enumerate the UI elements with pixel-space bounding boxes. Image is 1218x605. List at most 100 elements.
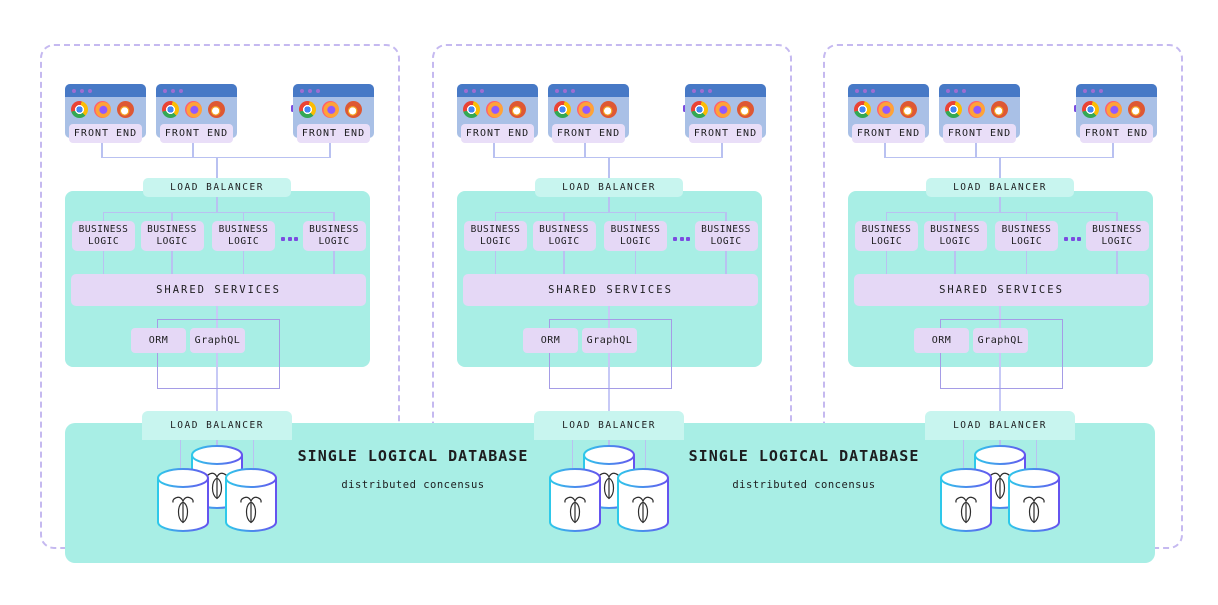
window-control-dot <box>1091 88 1095 93</box>
front-end-label-text: FRONT END <box>164 128 229 139</box>
window-control-dot <box>472 88 476 93</box>
orm-label: ORM <box>540 335 561 346</box>
graphql-node: GraphQL <box>190 328 245 353</box>
browser-window: FRONT END <box>685 84 766 143</box>
window-control-dot <box>300 88 304 93</box>
business-logic-node: BUSINESS LOGIC <box>604 221 667 251</box>
business-logic-node: BUSINESS LOGIC <box>923 221 987 251</box>
front-end-label-text: FRONT END <box>1084 128 1149 139</box>
front-end-label-text: FRONT END <box>465 128 530 139</box>
connector-line <box>103 211 334 213</box>
front-end-label-text: FRONT END <box>947 128 1012 139</box>
ellipsis-icon <box>281 237 298 241</box>
window-control-dot <box>80 88 84 93</box>
window-control-dot <box>179 88 183 93</box>
connector-line <box>999 196 1001 213</box>
window-control-dot <box>563 88 567 93</box>
business-logic-node: BUSINESS LOGIC <box>532 221 596 251</box>
browser-icon-row <box>162 101 225 118</box>
window-control-dot <box>708 88 712 93</box>
window-control-dot <box>480 88 484 93</box>
business-logic-label: BUSINESS <box>930 224 980 236</box>
front-end-label-text: FRONT END <box>556 128 621 139</box>
cluster-column: FRONT END FRONT END <box>432 0 792 605</box>
firefox-icon <box>486 101 503 118</box>
database-load-balancer: LOAD BALANCER <box>534 411 684 440</box>
window-control-dot <box>946 88 950 93</box>
connector-line <box>998 306 1002 411</box>
database-cylinder-icon <box>940 468 992 532</box>
browser-window: FRONT END <box>548 84 629 143</box>
database-caption: SINGLE LOGICAL DATABASE distributed conc… <box>263 447 563 491</box>
ellipsis-icon <box>673 237 690 241</box>
business-logic-label: LOGIC <box>710 236 742 247</box>
duckduckgo-icon <box>208 101 225 118</box>
firefox-icon <box>94 101 111 118</box>
front-end-label: FRONT END <box>552 124 625 143</box>
database-cylinder-icon <box>1008 468 1060 532</box>
database-cluster-icon <box>940 445 1060 532</box>
ellipsis-icon <box>1064 237 1081 241</box>
orm-label: ORM <box>931 335 952 346</box>
business-logic-label: BUSINESS <box>1001 224 1052 236</box>
connector-bracket <box>157 319 280 389</box>
shared-services-bar: SHARED SERVICES <box>854 274 1149 306</box>
window-control-dot <box>1099 88 1103 93</box>
window-control-dot <box>316 88 320 93</box>
shared-services-label: SHARED SERVICES <box>156 284 281 296</box>
business-logic-node: BUSINESS LOGIC <box>72 221 135 251</box>
database-cylinder-icon <box>225 468 277 532</box>
window-control-dot <box>863 88 867 93</box>
connector-line <box>493 141 495 158</box>
database-load-balancer: LOAD BALANCER <box>925 411 1075 440</box>
window-control-dot <box>555 88 559 93</box>
front-end-label: FRONT END <box>160 124 233 143</box>
duckduckgo-icon <box>1128 101 1145 118</box>
front-end-label-text: FRONT END <box>301 128 366 139</box>
firefox-icon <box>968 101 985 118</box>
browser-window: FRONT END <box>939 84 1020 143</box>
shared-services-label: SHARED SERVICES <box>939 284 1064 296</box>
front-end-label-text: FRONT END <box>73 128 138 139</box>
connector-line <box>215 306 219 411</box>
browser-titlebar <box>65 84 146 97</box>
firefox-icon <box>577 101 594 118</box>
window-control-dot <box>464 88 468 93</box>
window-control-dot <box>954 88 958 93</box>
front-end-label: FRONT END <box>461 124 534 143</box>
business-logic-label: BUSINESS <box>78 224 129 236</box>
business-logic-label: BUSINESS <box>1092 224 1142 236</box>
browser-window: FRONT END <box>1076 84 1157 143</box>
browser-titlebar <box>293 84 374 97</box>
browser-window: FRONT END <box>848 84 929 143</box>
front-end-label-text: FRONT END <box>693 128 758 139</box>
connector-line <box>884 141 886 158</box>
load-balancer: LOAD BALANCER <box>535 178 683 197</box>
load-balancer-label: LOAD BALANCER <box>953 182 1047 193</box>
orm-node: ORM <box>523 328 578 353</box>
browser-titlebar <box>939 84 1020 97</box>
firefox-icon <box>714 101 731 118</box>
connector-line <box>721 141 723 158</box>
browser-icon-row <box>71 101 134 118</box>
load-balancer-label: LOAD BALANCER <box>170 182 264 193</box>
database-cylinder-icon <box>617 468 669 532</box>
graphql-label: GraphQL <box>194 335 241 346</box>
business-logic-label: LOGIC <box>479 236 512 247</box>
chrome-icon <box>691 101 708 118</box>
business-logic-label: LOGIC <box>619 236 652 247</box>
browser-titlebar <box>156 84 237 97</box>
business-logic-label: BUSINESS <box>701 224 751 236</box>
connector-bracket <box>940 319 1063 389</box>
duckduckgo-icon <box>900 101 917 118</box>
business-logic-node: BUSINESS LOGIC <box>855 221 918 251</box>
browser-window: FRONT END <box>457 84 538 143</box>
firefox-icon <box>877 101 894 118</box>
connector-line <box>192 141 194 158</box>
window-control-dot <box>962 88 966 93</box>
business-logic-label: LOGIC <box>87 236 120 247</box>
window-control-dot <box>88 88 92 93</box>
chrome-icon <box>1082 101 1099 118</box>
chrome-icon <box>71 101 88 118</box>
